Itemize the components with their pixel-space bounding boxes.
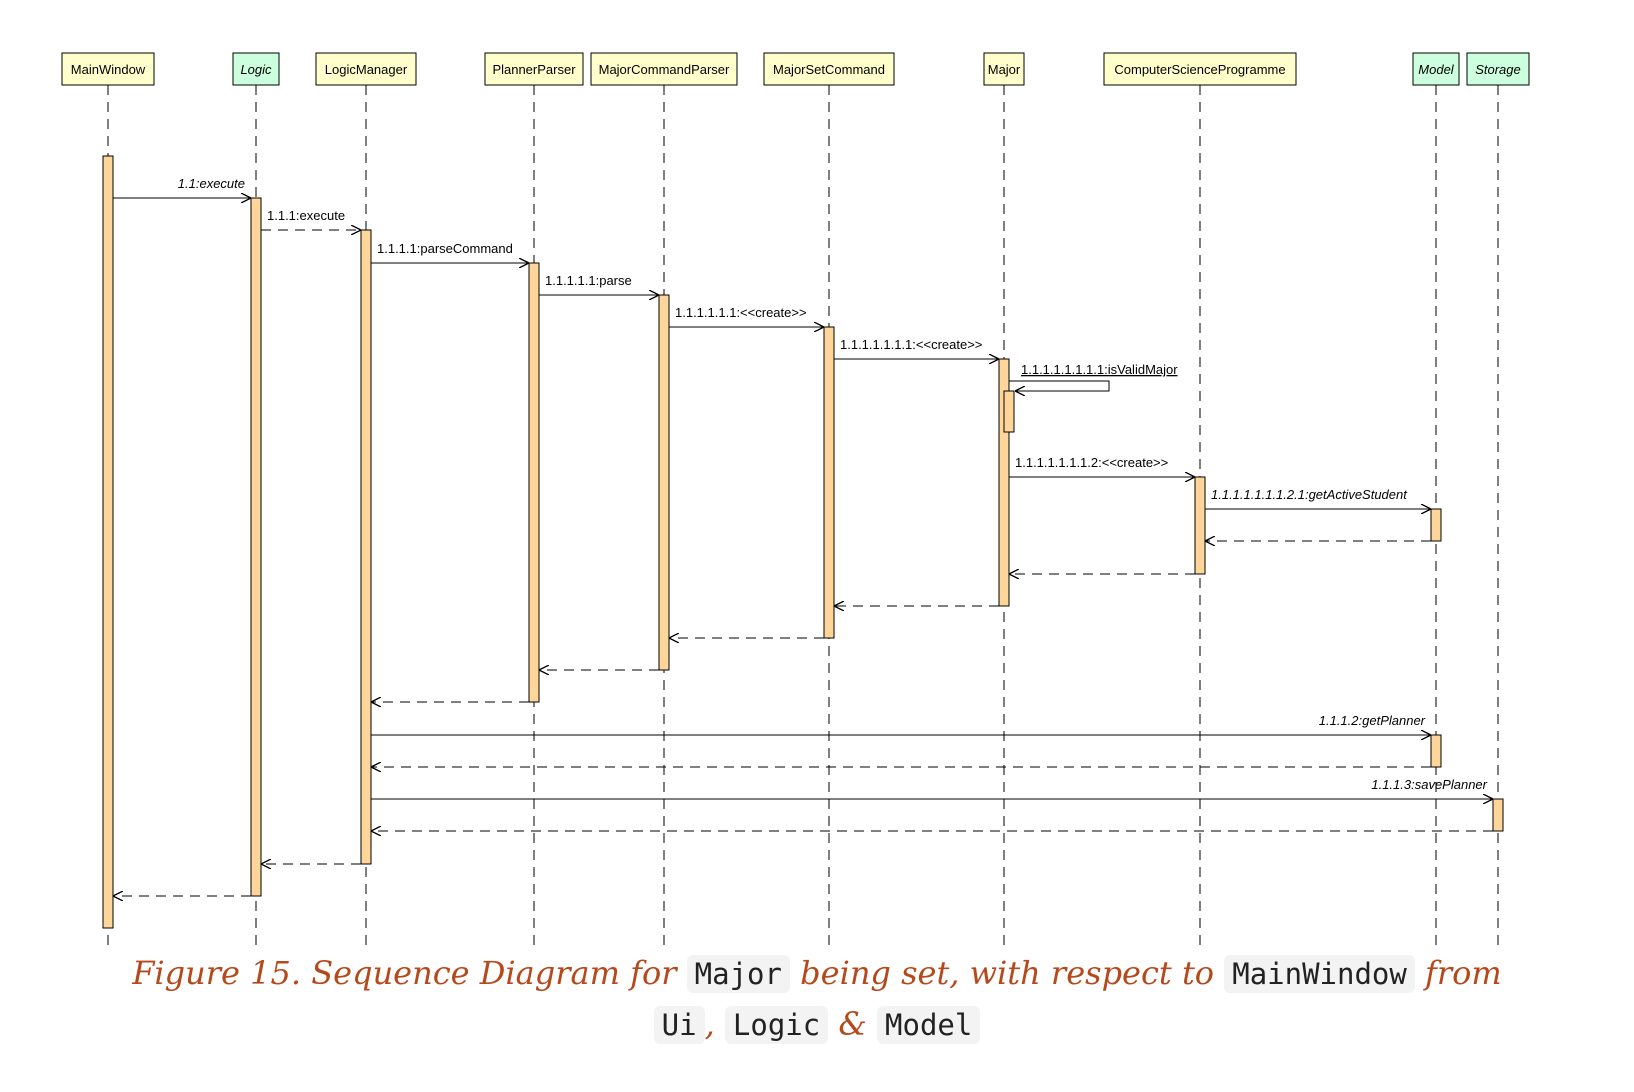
activation-bar-majorcommandparser-4: [658, 294, 670, 671]
participant-label-storage: Storage: [1475, 62, 1521, 77]
message-label-m1: 1.1:execute: [178, 176, 245, 191]
message-label-m8: 1.1.1.1.1.1.1.2:<<create>>: [1015, 455, 1168, 470]
participant-label-logicmanager: LogicManager: [325, 62, 408, 77]
figure-caption: Figure 15. Sequence Diagram for Major be…: [0, 948, 1634, 1050]
message-label-m11: 1.1.1.3:savePlanner: [1371, 777, 1487, 792]
participant-majorsetcommand: [763, 52, 895, 86]
message-label-m10: 1.1.1.2:getPlanner: [1319, 713, 1426, 728]
participant-logicmanager: [315, 52, 417, 86]
participant-label-majorsetcommand: MajorSetCommand: [773, 62, 885, 77]
participant-label-major: Major: [988, 62, 1021, 77]
activation-bar-model-9: [1430, 508, 1442, 542]
participant-storage: [1466, 52, 1530, 86]
activation-bar-model-10: [1430, 734, 1442, 768]
caption-prefix: Figure 15. Sequence Diagram for: [132, 954, 677, 992]
participant-model: [1412, 52, 1460, 86]
caption-code-ui: Ui: [653, 1006, 705, 1044]
participant-label-majorcommandparser: MajorCommandParser: [599, 62, 730, 77]
participant-label-plannerparser: PlannerParser: [492, 62, 576, 77]
participant-mainwindow: [61, 52, 155, 86]
participant-majorcommandparser: [590, 52, 738, 86]
message-label-m5: 1.1.1.1.1.1:<<create>>: [675, 305, 807, 320]
participant-logic: [232, 52, 280, 86]
activation-bar-majorsetcommand-5: [823, 326, 835, 639]
activation-bar-major-6: [998, 358, 1010, 607]
caption-comma: ,: [704, 1005, 715, 1043]
participant-label-model: Model: [1418, 62, 1455, 77]
participant-label-logic: Logic: [240, 62, 272, 77]
activation-bar-major-7: [1003, 390, 1015, 433]
activation-bar-logicmanager-2: [360, 229, 372, 865]
participant-major: [983, 52, 1025, 86]
caption-code-logic: Logic: [724, 1006, 829, 1044]
caption-amp: &: [838, 1005, 867, 1043]
activation-bar-storage-11: [1492, 798, 1504, 832]
message-label-m4: 1.1.1.1.1:parse: [545, 273, 632, 288]
message-label-m6: 1.1.1.1.1.1.1:<<create>>: [840, 337, 982, 352]
message-label-m7: 1.1.1.1.1.1.1.1:isValidMajor: [1021, 362, 1178, 377]
message-label-m9: 1.1.1.1.1.1.1.2.1:getActiveStudent: [1211, 487, 1408, 502]
message-label-m3: 1.1.1.1:parseCommand: [377, 241, 513, 256]
participant-plannerparser: [484, 52, 584, 86]
caption-code-model: Model: [877, 1006, 981, 1044]
caption-from: from: [1425, 954, 1502, 992]
caption-code-major: Major: [686, 955, 790, 993]
message-arrow-m7: [1009, 380, 1110, 391]
activation-bar-mainwindow-0: [102, 155, 114, 929]
message-label-m2: 1.1.1:execute: [267, 208, 345, 223]
activation-bar-logic-1: [250, 197, 262, 897]
activation-bar-csprogramme-8: [1194, 476, 1206, 575]
participant-label-csprogramme: ComputerScienceProgramme: [1114, 62, 1285, 77]
caption-code-mainwindow: MainWindow: [1224, 955, 1415, 993]
participant-csprogramme: [1103, 52, 1297, 86]
participant-label-mainwindow: MainWindow: [71, 62, 146, 77]
activation-bar-plannerparser-3: [528, 262, 540, 703]
caption-mid: being set, with respect to: [800, 954, 1215, 992]
